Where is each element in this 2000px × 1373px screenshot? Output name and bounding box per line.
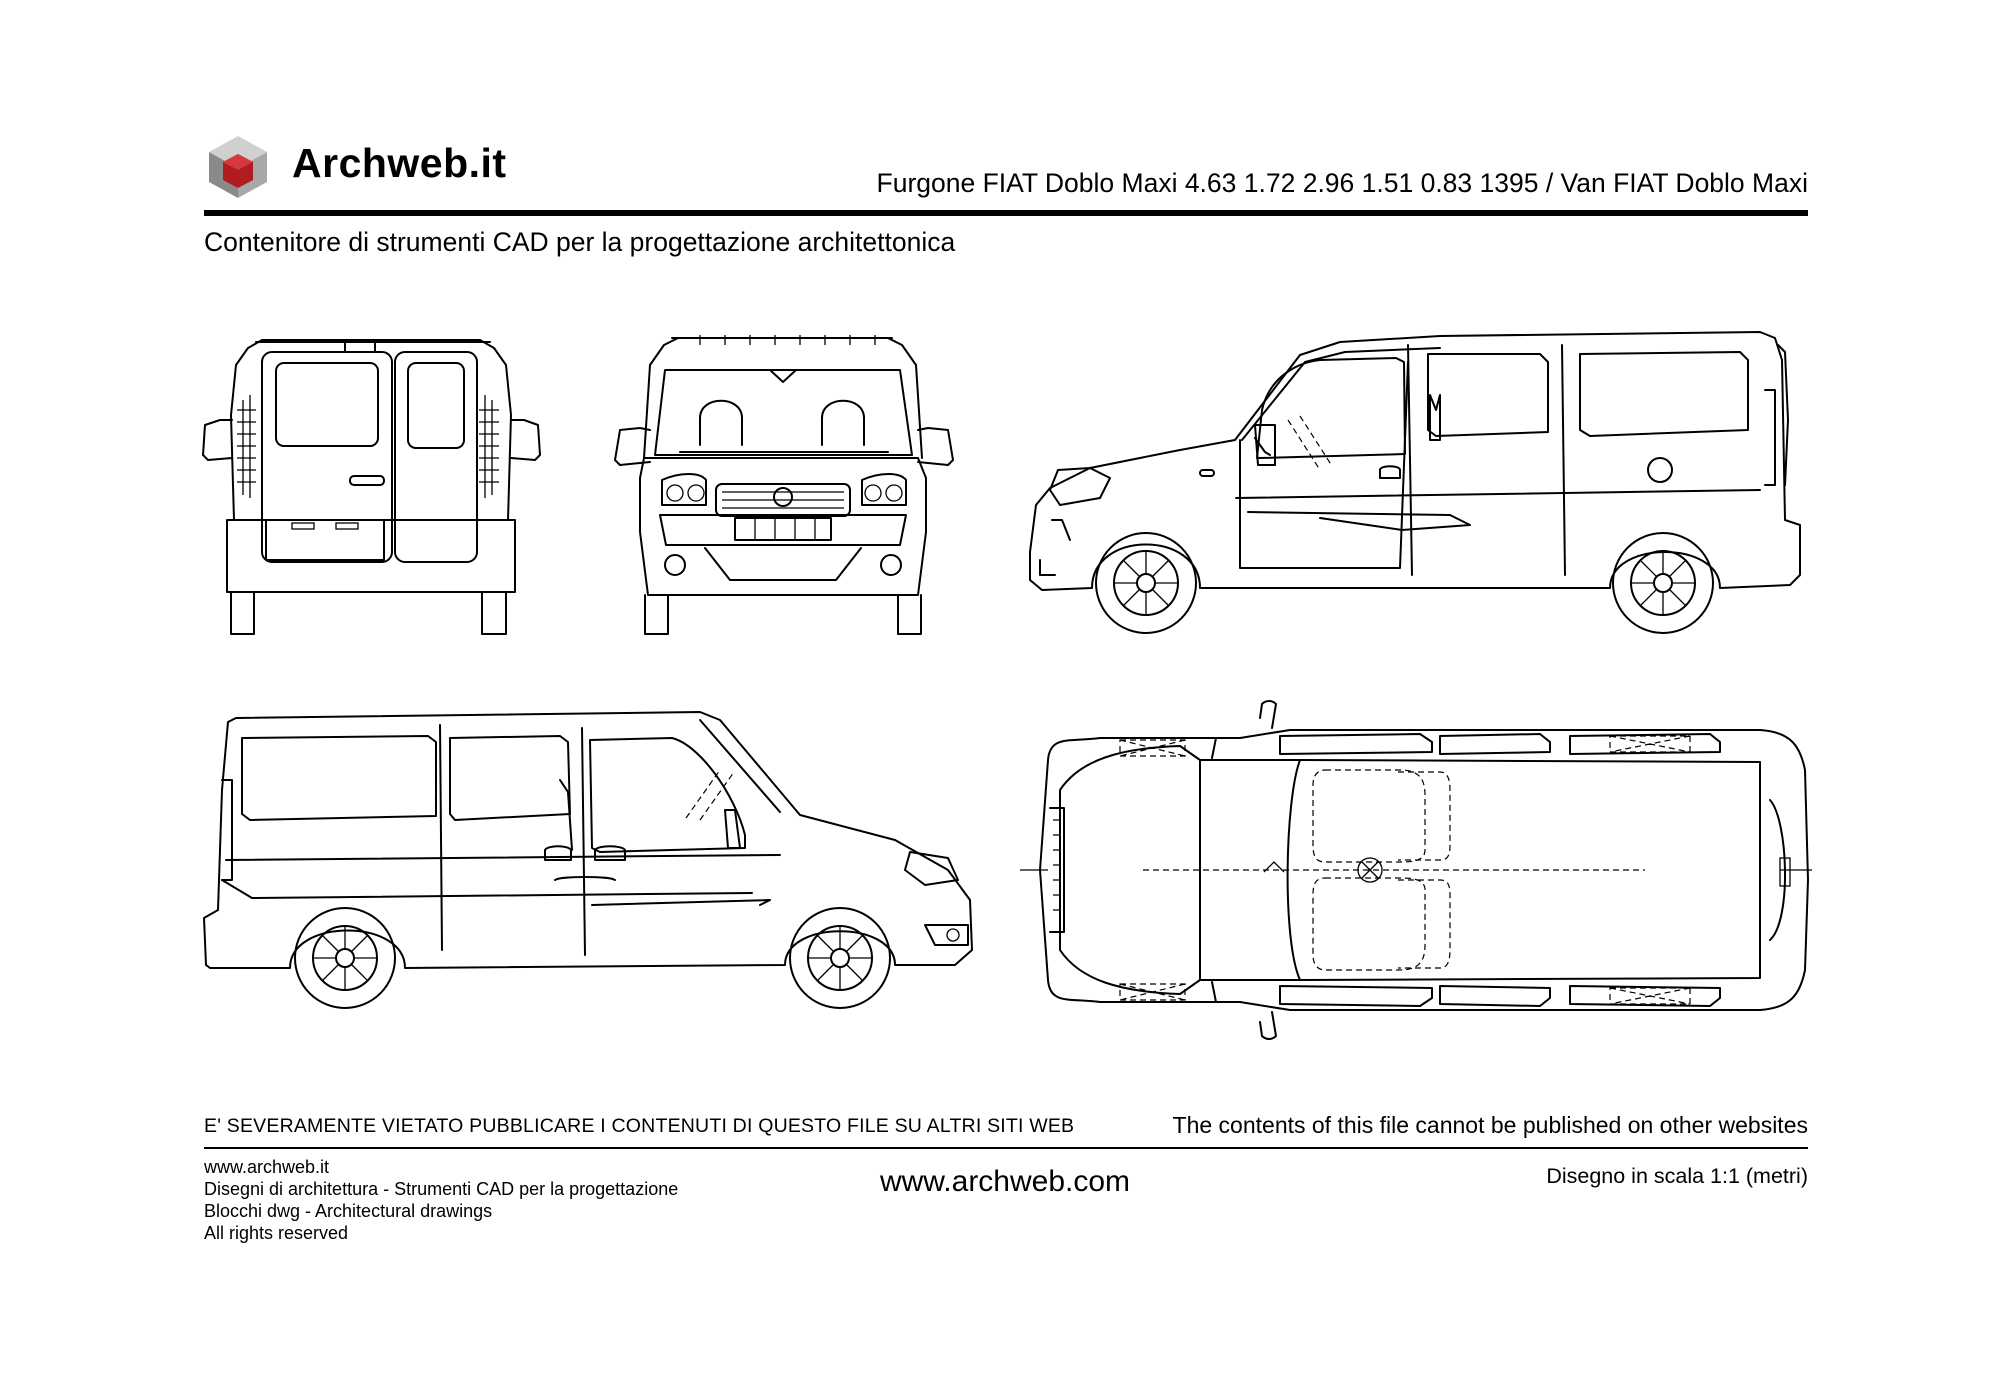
left-side-view bbox=[203, 711, 973, 1009]
drawing-title: Furgone FIAT Doblo Maxi 4.63 1.72 2.96 1… bbox=[876, 168, 1808, 198]
front-view bbox=[614, 335, 954, 635]
footer-line-description: Disegni di architettura - Strumenti CAD … bbox=[204, 1179, 679, 1199]
top-view bbox=[1020, 700, 1812, 1040]
rear-view bbox=[202, 339, 541, 635]
footer-line-blocks: Blocchi dwg - Architectural drawings bbox=[204, 1201, 493, 1221]
website-link[interactable]: www.archweb.com bbox=[879, 1165, 1131, 1198]
footer-line-site: www.archweb.it bbox=[204, 1157, 330, 1177]
cube-logo-icon bbox=[209, 136, 267, 198]
footer-rule bbox=[204, 1147, 1808, 1149]
wheel-rear-left bbox=[294, 907, 396, 1009]
wheel-front-left bbox=[789, 907, 891, 1009]
warning-english: The contents of this file cannot be publ… bbox=[1172, 1112, 1808, 1138]
drawing-subtitle: Contenitore di strumenti CAD per la prog… bbox=[204, 227, 956, 257]
brand-name: Archweb.it bbox=[292, 140, 507, 186]
wheel-rear bbox=[1612, 532, 1714, 634]
warning-italian: E' SEVERAMENTE VIETATO PUBBLICARE I CONT… bbox=[204, 1115, 1075, 1137]
right-side-view bbox=[1029, 331, 1801, 634]
footer-line-rights: All rights reserved bbox=[204, 1223, 349, 1243]
scale-note: Disegno in scala 1:1 (metri) bbox=[1546, 1164, 1808, 1188]
wheel-front bbox=[1095, 532, 1197, 634]
header-rule bbox=[204, 210, 1808, 216]
